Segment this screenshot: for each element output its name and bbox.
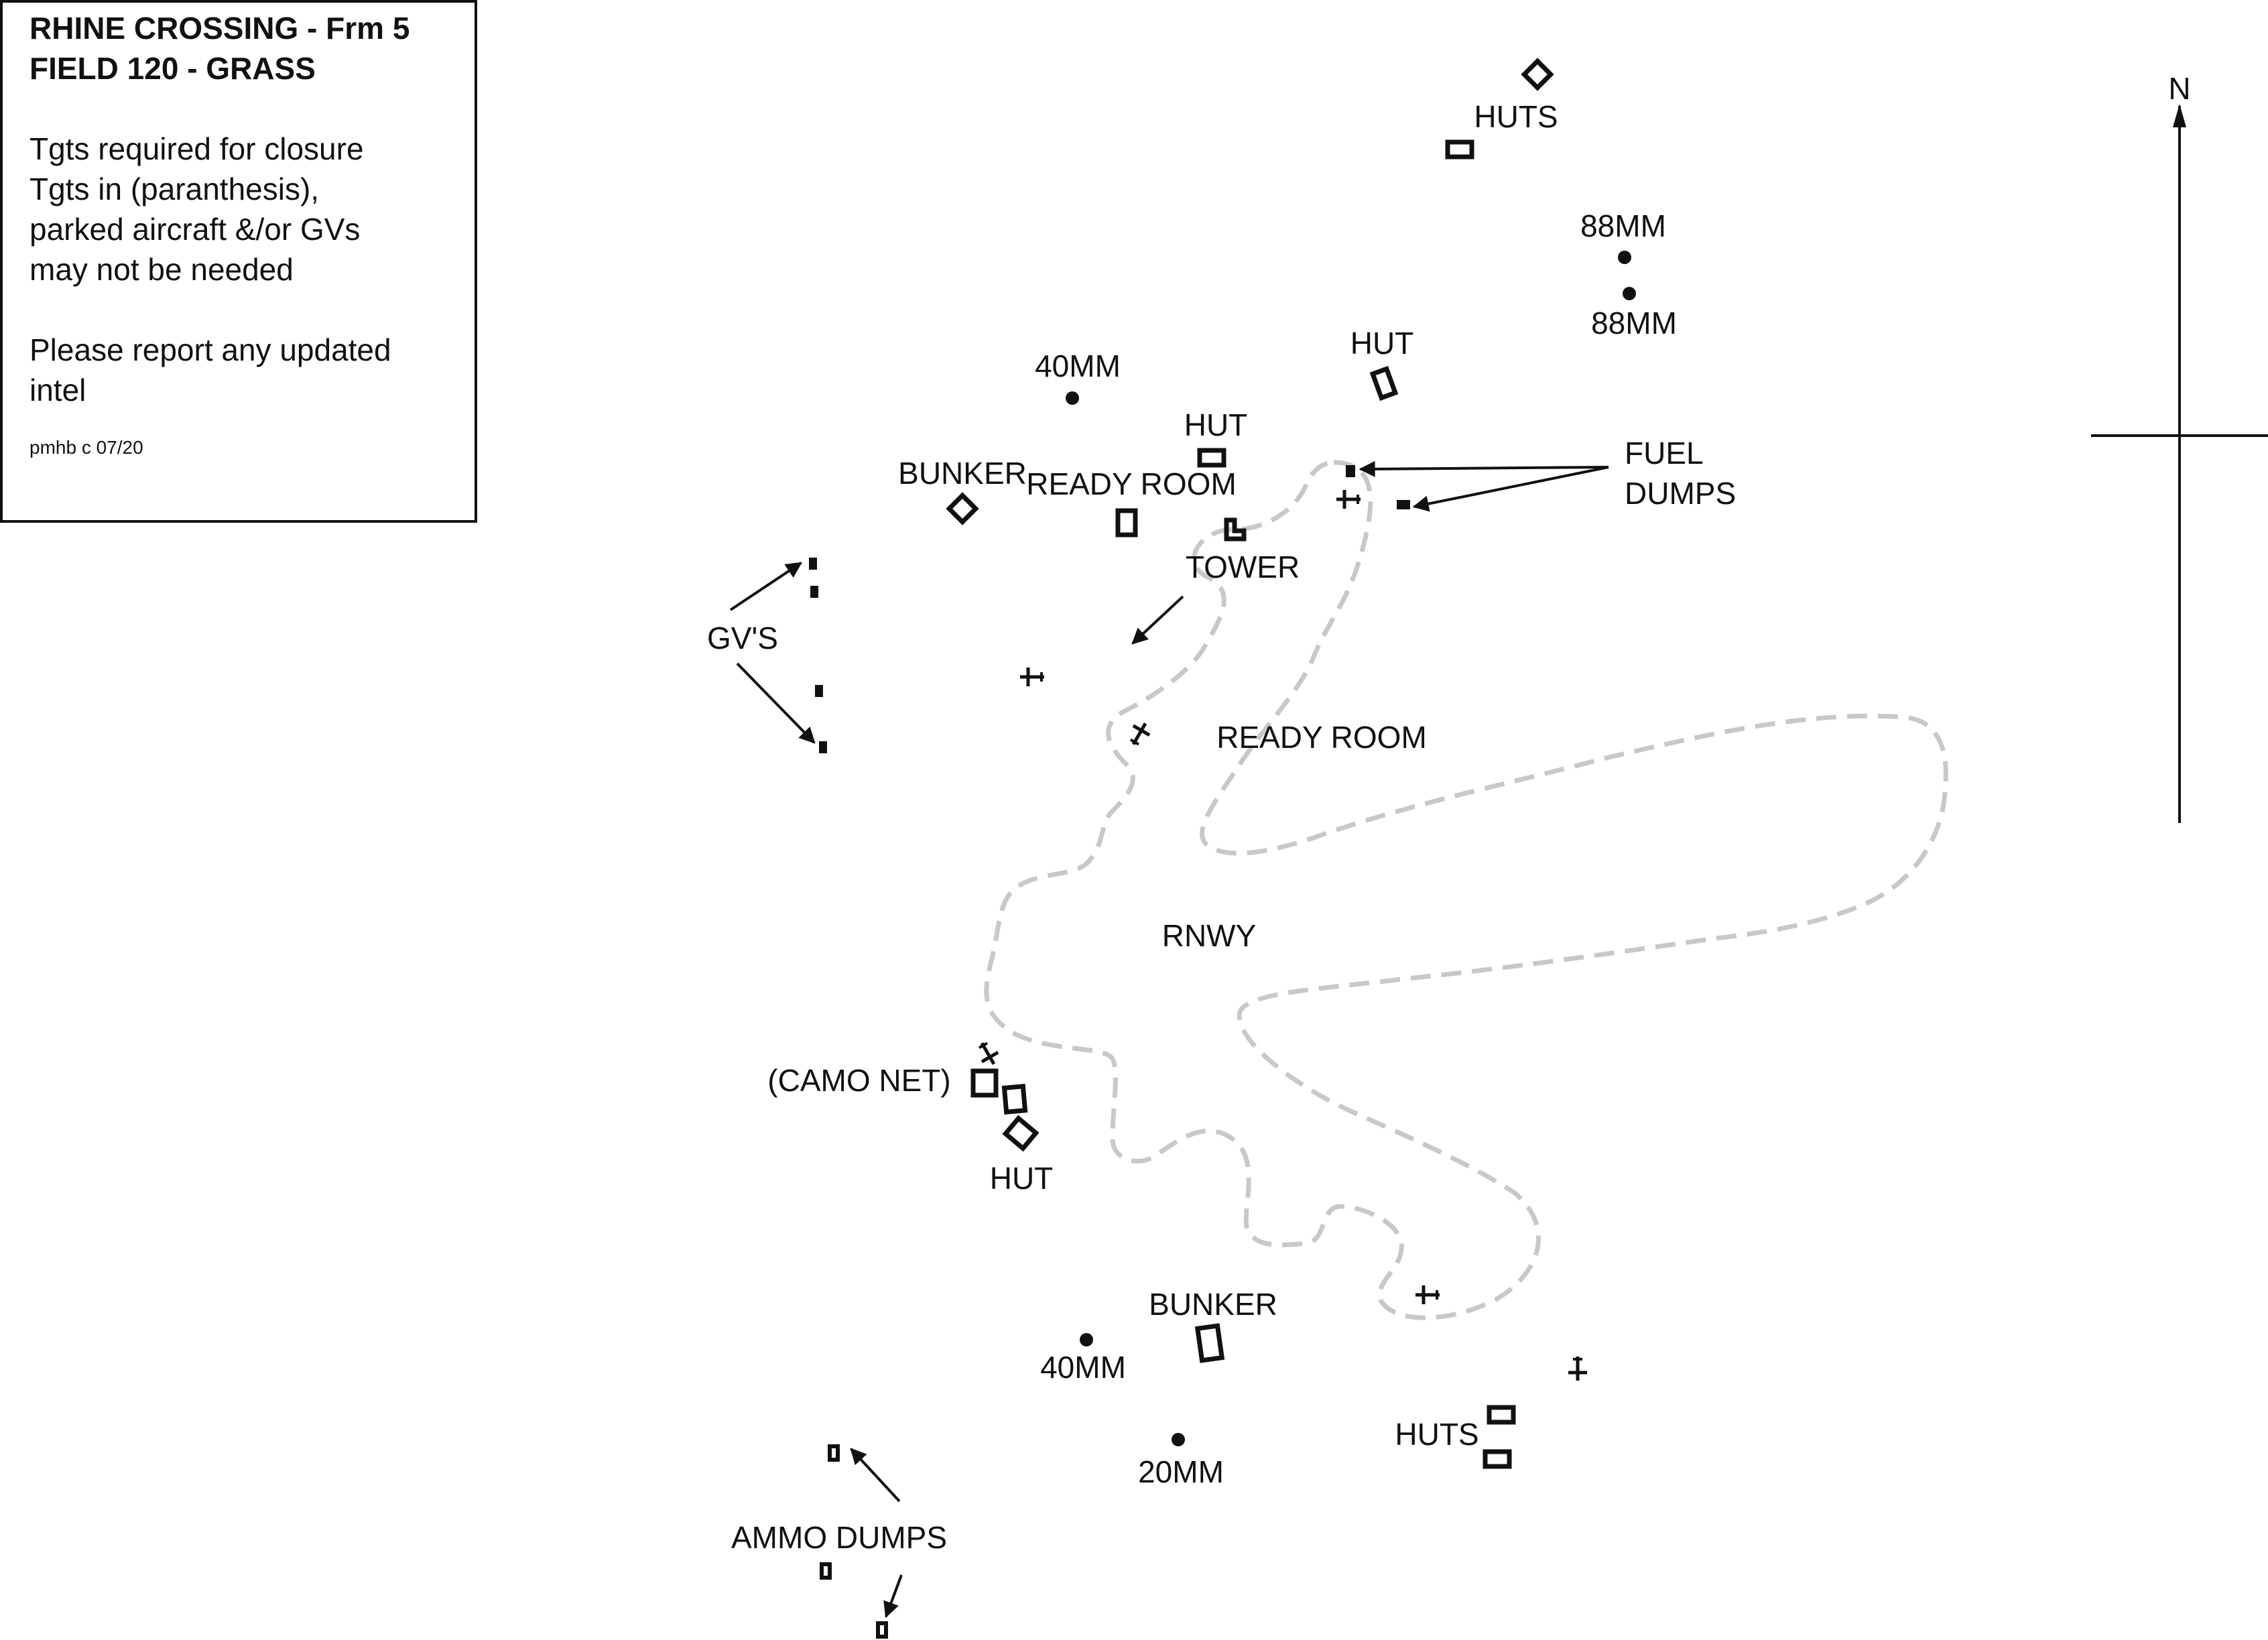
ground-vehicle-icon	[810, 586, 818, 598]
camo-net-label: (CAMO NET)	[767, 1063, 951, 1098]
tower-label: TOWER	[1185, 550, 1300, 584]
hut-icon	[1483, 1449, 1512, 1469]
fuel-dump-icon	[1397, 500, 1410, 509]
bunker-icon	[1194, 1323, 1225, 1363]
note-line: parked aircraft &/or GVs	[29, 212, 361, 247]
fuel-dumps-pointer	[1359, 460, 1609, 477]
aircraft-icon	[1020, 668, 1044, 686]
ammo-dumps-label: AMMO DUMPS	[731, 1520, 947, 1555]
hut-icon	[1001, 1084, 1028, 1115]
ammo-dumps-pointer	[850, 1448, 901, 1503]
field-subtitle: FIELD 120 - GRASS	[29, 51, 316, 86]
runway-outline	[984, 460, 1948, 1320]
ammo-dump-icon	[820, 1562, 832, 1580]
aircraft-icon	[1415, 1285, 1440, 1304]
report-line: Please report any updated	[29, 332, 391, 367]
ammo-dump-icon	[828, 1444, 840, 1462]
aircraft-icon	[1568, 1357, 1587, 1381]
bunker-south-label: BUNKER	[1149, 1287, 1277, 1322]
flak-40-south-label: 40MM	[1040, 1350, 1126, 1385]
report-line: intel	[29, 373, 86, 407]
gvs-pointer	[736, 662, 816, 744]
runway-label: RNWY	[1161, 918, 1257, 953]
aircraft-icon	[1125, 718, 1153, 749]
flak-20-label: 20MM	[1138, 1454, 1224, 1489]
hut-icon	[1521, 58, 1554, 91]
flak-20-icon	[1172, 1433, 1185, 1446]
ready-room-icon	[1115, 508, 1138, 538]
gvs-label: GV'S	[707, 621, 778, 655]
ground-vehicle-icon	[815, 685, 823, 697]
huts-north-label: HUTS	[1474, 99, 1558, 134]
hut-icon	[1197, 448, 1226, 468]
ready-room-central-label: READY ROOM	[1216, 720, 1427, 755]
hut-icon	[1369, 365, 1399, 401]
flak-40-north-label: 40MM	[1035, 349, 1121, 383]
hut-sw-label: HUT	[989, 1161, 1054, 1196]
north-arrow-icon	[2091, 104, 2268, 823]
ground-vehicle-icon	[819, 741, 827, 753]
fuel-dumps-label: FUEL	[1625, 436, 1704, 470]
note-line: may not be needed	[29, 252, 294, 287]
hut-north-label: HUT	[1184, 407, 1248, 442]
flak-88-label: 88MM	[1580, 208, 1666, 243]
info-box: RHINE CROSSING - Frm 5 FIELD 120 - GRASS…	[0, 0, 477, 523]
map-title: RHINE CROSSING - Frm 5	[29, 11, 410, 46]
note-line: Tgts required for closure	[29, 131, 364, 166]
aircraft-icon	[974, 1038, 1002, 1068]
flak-40-icon	[1066, 391, 1079, 405]
huts-south-label: HUTS	[1395, 1417, 1479, 1452]
flak-88-label: 88MM	[1591, 306, 1677, 340]
flak-40-icon	[1080, 1333, 1093, 1346]
aircraft-icon	[1336, 490, 1361, 509]
ammo-dump-icon	[876, 1621, 888, 1639]
gvs-pointer	[729, 562, 802, 611]
camo-net-icon	[970, 1068, 999, 1098]
flak-88-icon	[1623, 287, 1636, 300]
note-line: Tgts in (paranthesis),	[29, 172, 320, 206]
ground-vehicle-icon	[809, 558, 817, 570]
hut-icon	[1445, 139, 1474, 160]
north-label: N	[2168, 71, 2191, 106]
hut-icon	[1487, 1405, 1516, 1425]
fuel-dumps-pointer	[1412, 466, 1609, 512]
tower-pointer	[1131, 595, 1184, 645]
fuel-dump-icon	[1346, 465, 1355, 477]
hut-ne-label: HUT	[1350, 326, 1414, 361]
ammo-dumps-pointer	[883, 1574, 903, 1619]
ready-room-north-label: READY ROOM	[1026, 466, 1237, 501]
credit-text: pmhb c 07/20	[29, 437, 143, 458]
fuel-dumps-label: DUMPS	[1625, 476, 1737, 511]
hut-icon	[1002, 1115, 1040, 1152]
bunker-north-label: BUNKER	[898, 456, 1027, 491]
bunker-icon	[946, 492, 979, 525]
flak-88-icon	[1618, 251, 1631, 264]
tower-icon	[1224, 517, 1247, 542]
